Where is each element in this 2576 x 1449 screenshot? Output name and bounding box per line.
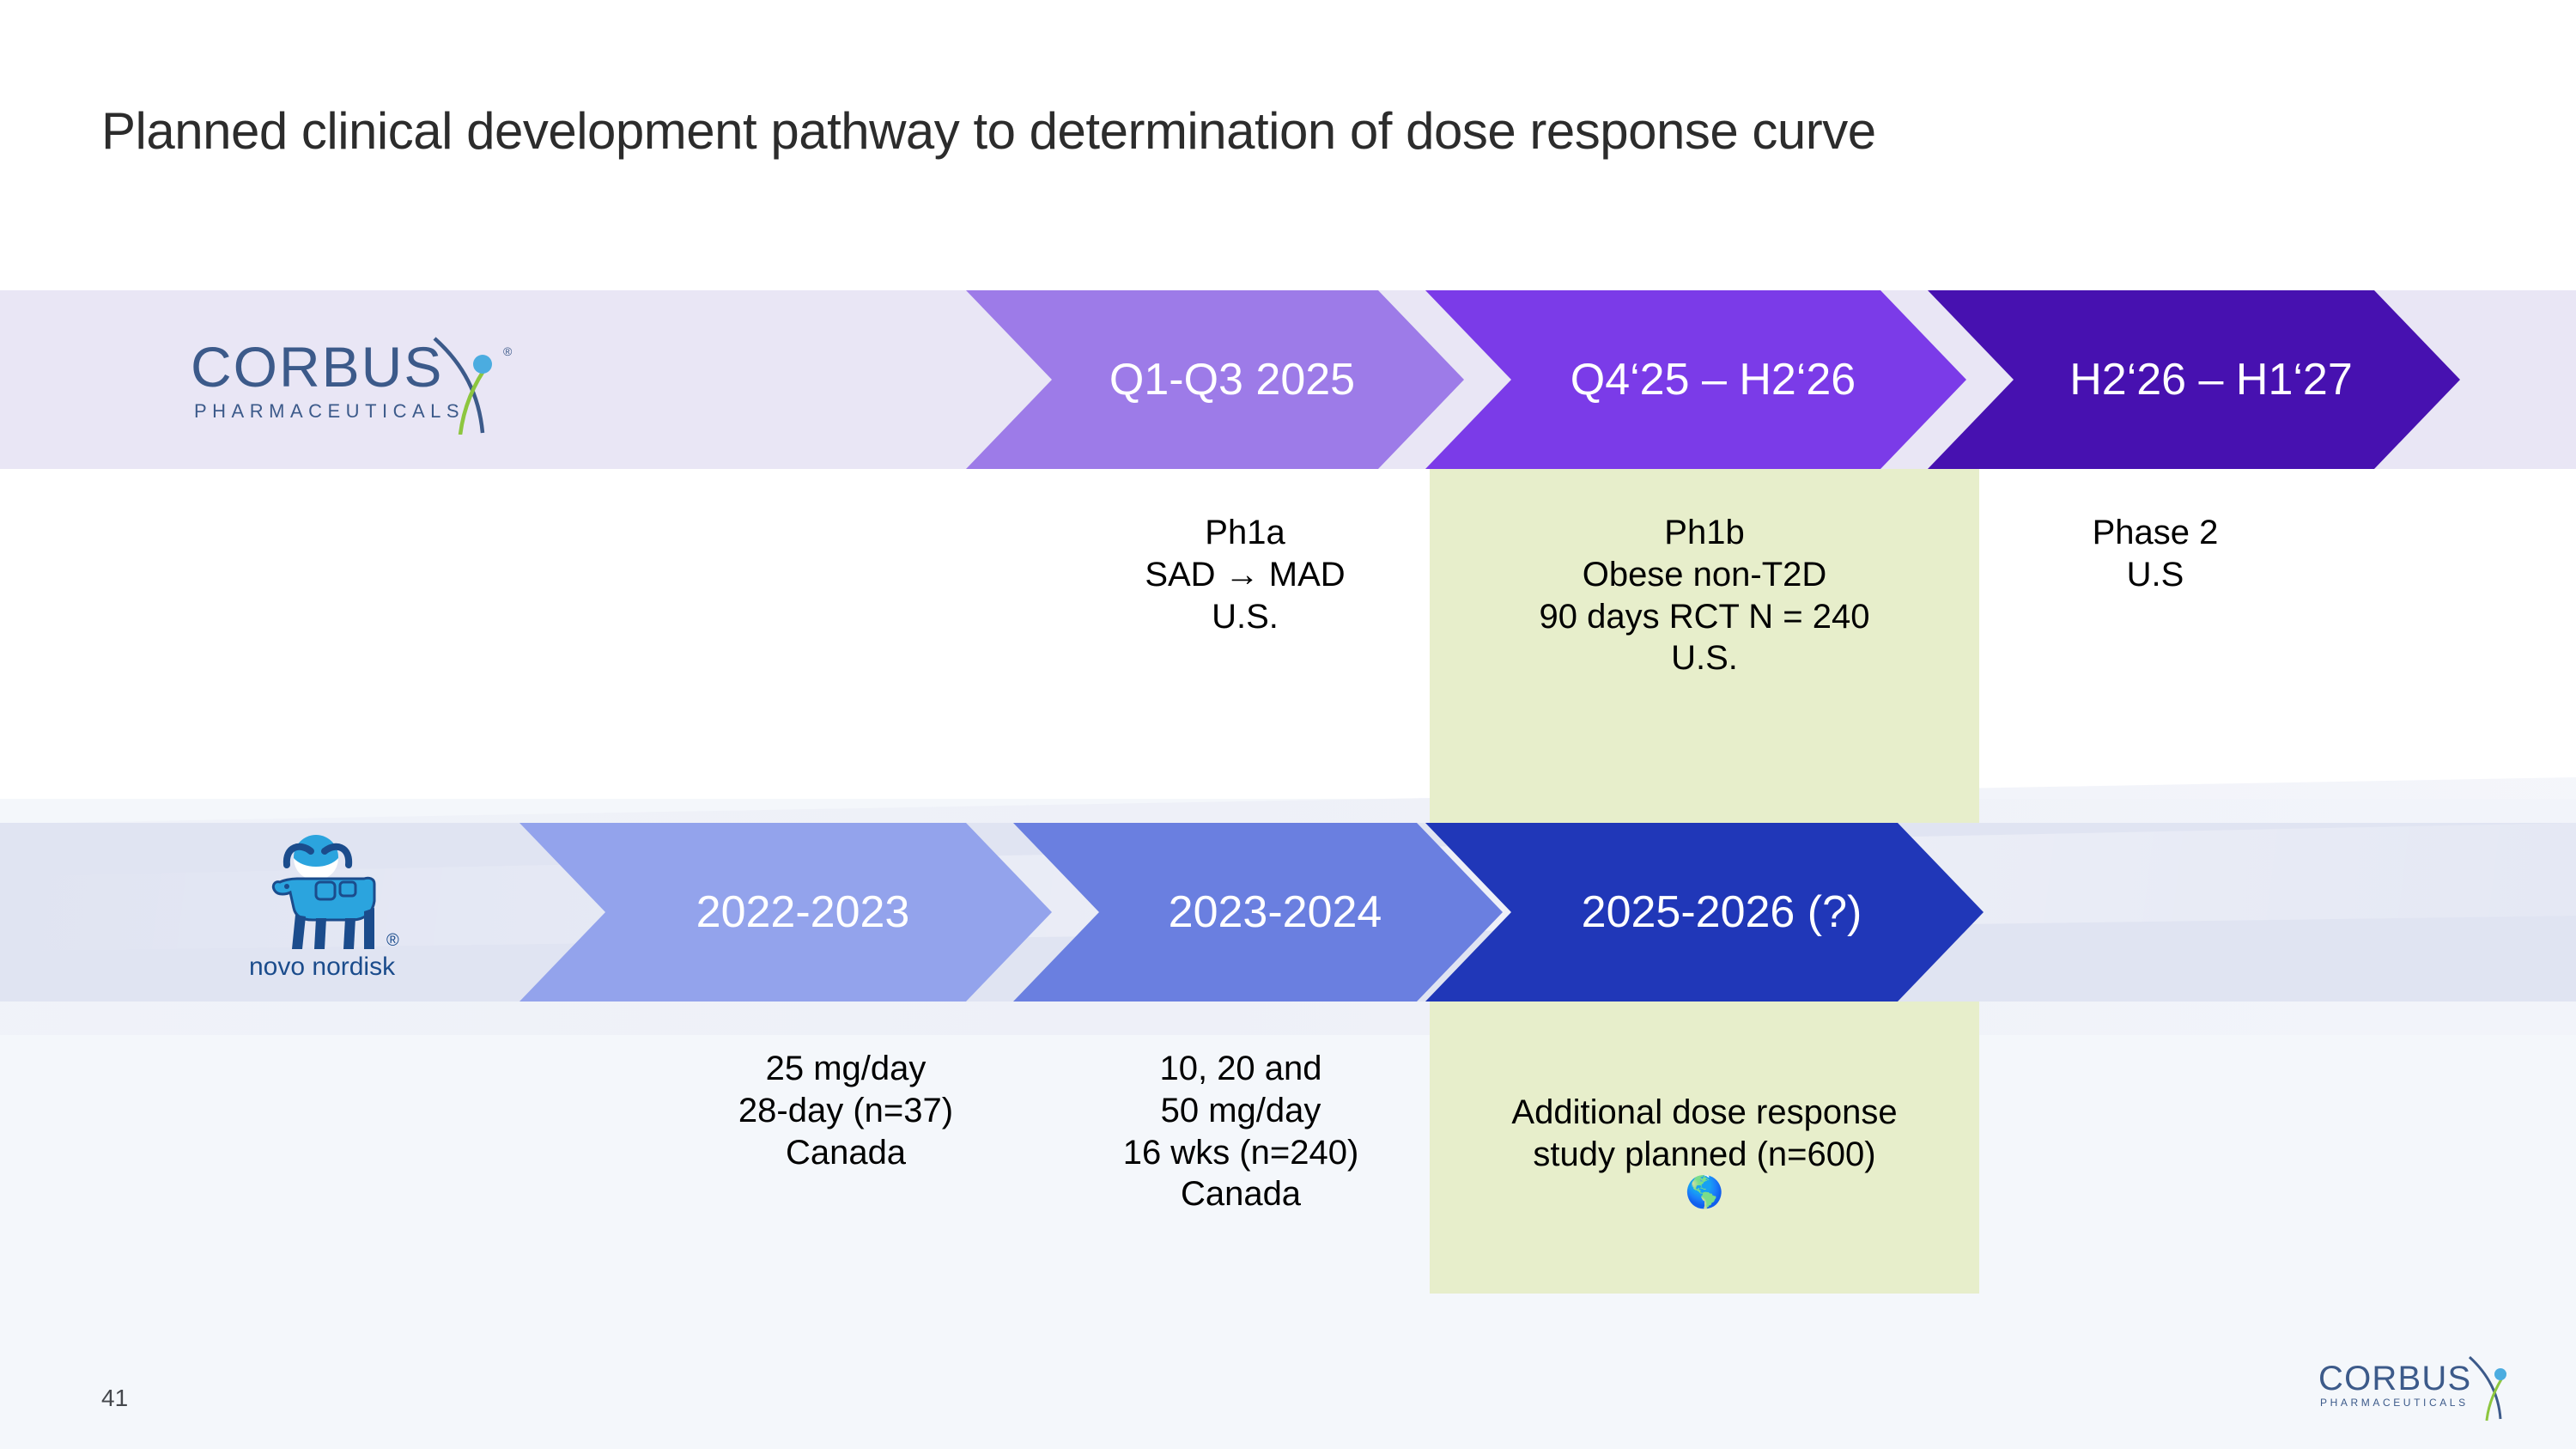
corbus-arrow-1[interactable]: Q1-Q3 2025 [966,290,1464,469]
novo-arrow-1-shape [519,823,1052,1002]
corbus-arrow-2[interactable]: Q4‘25 – H2‘26 [1425,290,1966,469]
corbus-footer-swoosh-navy [2468,1355,2502,1420]
novo-arrow-2-label: 2023-2024 [1168,887,1382,937]
corbus-arrow-2-shape [1425,290,1966,469]
novo-arrow-1[interactable]: 2022-2023 [519,823,1052,1002]
novo-note-3: Additional dose response study planned (… [1430,1050,1979,1250]
novo-bull-leg-3 [343,918,355,949]
corbus-footer-wordmark: CORBUS [2318,1360,2471,1397]
corbus-footer-subtitle: PHARMACEUTICALS [2320,1397,2469,1409]
novo-bull-leg-2 [314,918,326,949]
corbus-note-2: Ph1b Obese non-T2D 90 days RCT N = 240 U… [1539,514,1870,678]
corbus-logo-footer: CORBUS PHARMACEUTICALS [2318,1355,2533,1424]
novo-arrow-2[interactable]: 2023-2024 [1013,823,1503,1002]
novo-bull-horn-right [321,843,353,868]
corbus-arrow-3[interactable]: H2‘26 – H1‘27 [1928,290,2460,469]
novo-arrow-3-shape [1425,823,1984,1002]
corbus-logo: CORBUS PHARMACEUTICALS ® [191,333,517,435]
novo-bull-leg-1 [292,915,306,949]
globe-icon: 🌎 [1685,1174,1724,1210]
page-number: 41 [101,1385,129,1411]
novo-bull-eye [284,884,289,889]
novo-note-3-text: Additional dose response study planned (… [1511,1093,1898,1173]
novo-bull-marking-1 [314,880,337,901]
novo-arrow-1-label: 2022-2023 [696,887,910,937]
novo-arrow-3-label: 2025-2026 (?) [1581,887,1862,937]
novo-arrow-3[interactable]: 2025-2026 (?) [1425,823,1984,1002]
page-title: Planned clinical development pathway to … [101,102,1876,160]
novo-nordisk-logo: novo nordisk ® [249,829,421,981]
novo-note-2: 10, 20 and 50 mg/day 16 wks (n=240) Cana… [1122,1050,1359,1214]
corbus-arrow-3-label: H2‘26 – H1‘27 [2069,355,2353,405]
novo-wordmark: novo nordisk [249,953,396,979]
corbus-swoosh-navy [433,337,485,434]
corbus-note-3: Phase 2 U.S [2092,514,2219,594]
novo-registered-mark: ® [386,931,399,950]
corbus-dot [473,355,492,374]
corbus-registered-mark: ® [503,344,513,358]
corbus-arrow-2-label: Q4‘25 – H2‘26 [1570,355,1856,405]
corbus-footer-dot [2494,1368,2506,1380]
novo-bull-horn-gap [294,858,338,880]
corbus-arrow-3-shape [1928,290,2460,469]
corbus-note-1: Ph1a SAD → MAD U.S. [1145,514,1346,636]
novo-bull-leg-4 [364,908,374,949]
corbus-arrow-1-label: Q1-Q3 2025 [1109,355,1356,405]
corbus-wordmark: CORBUS [191,335,443,399]
novo-bull-marking-2 [338,880,357,898]
novo-bull-horn-left [283,843,314,868]
novo-note-1: 25 mg/day 28-day (n=37) Canada [738,1050,954,1172]
corbus-subtitle: PHARMACEUTICALS [194,400,465,422]
